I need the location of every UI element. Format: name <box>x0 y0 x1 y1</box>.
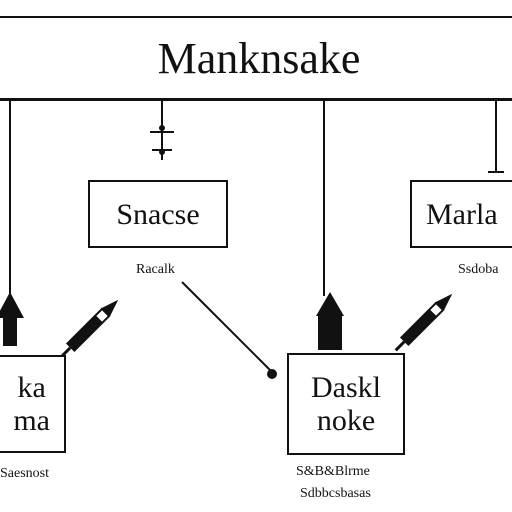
pen-arrow-right-icon <box>394 293 453 352</box>
diagram-title: Manknsake <box>0 16 512 100</box>
label-left: Racalk <box>136 262 175 277</box>
label-right: Ssdoba <box>458 262 499 277</box>
node-dask: Daskl noke <box>287 353 405 455</box>
node-dask-line2: noke <box>316 404 376 437</box>
pen-arrow-left-icon <box>60 299 119 358</box>
label-bottom-left: Saesnost <box>0 466 49 481</box>
node-ka-line1: ka <box>17 371 46 404</box>
up-arrow-left-icon <box>0 292 24 346</box>
connector-endpoint <box>267 369 277 379</box>
node-ka: ka ma <box>0 355 66 453</box>
antenna-icon <box>150 124 174 160</box>
up-arrow-center-icon <box>316 292 344 350</box>
label-bottom-center-1: S&B&Blrme <box>296 464 370 479</box>
node-snacse: Snacse <box>88 180 228 248</box>
label-bottom-center-2: Sdbbcsbasas <box>300 486 371 501</box>
node-marla: Marla <box>410 180 512 248</box>
node-ka-line2: ma <box>13 404 50 437</box>
diagonal-connector <box>181 281 273 373</box>
node-dask-line1: Daskl <box>311 371 381 404</box>
